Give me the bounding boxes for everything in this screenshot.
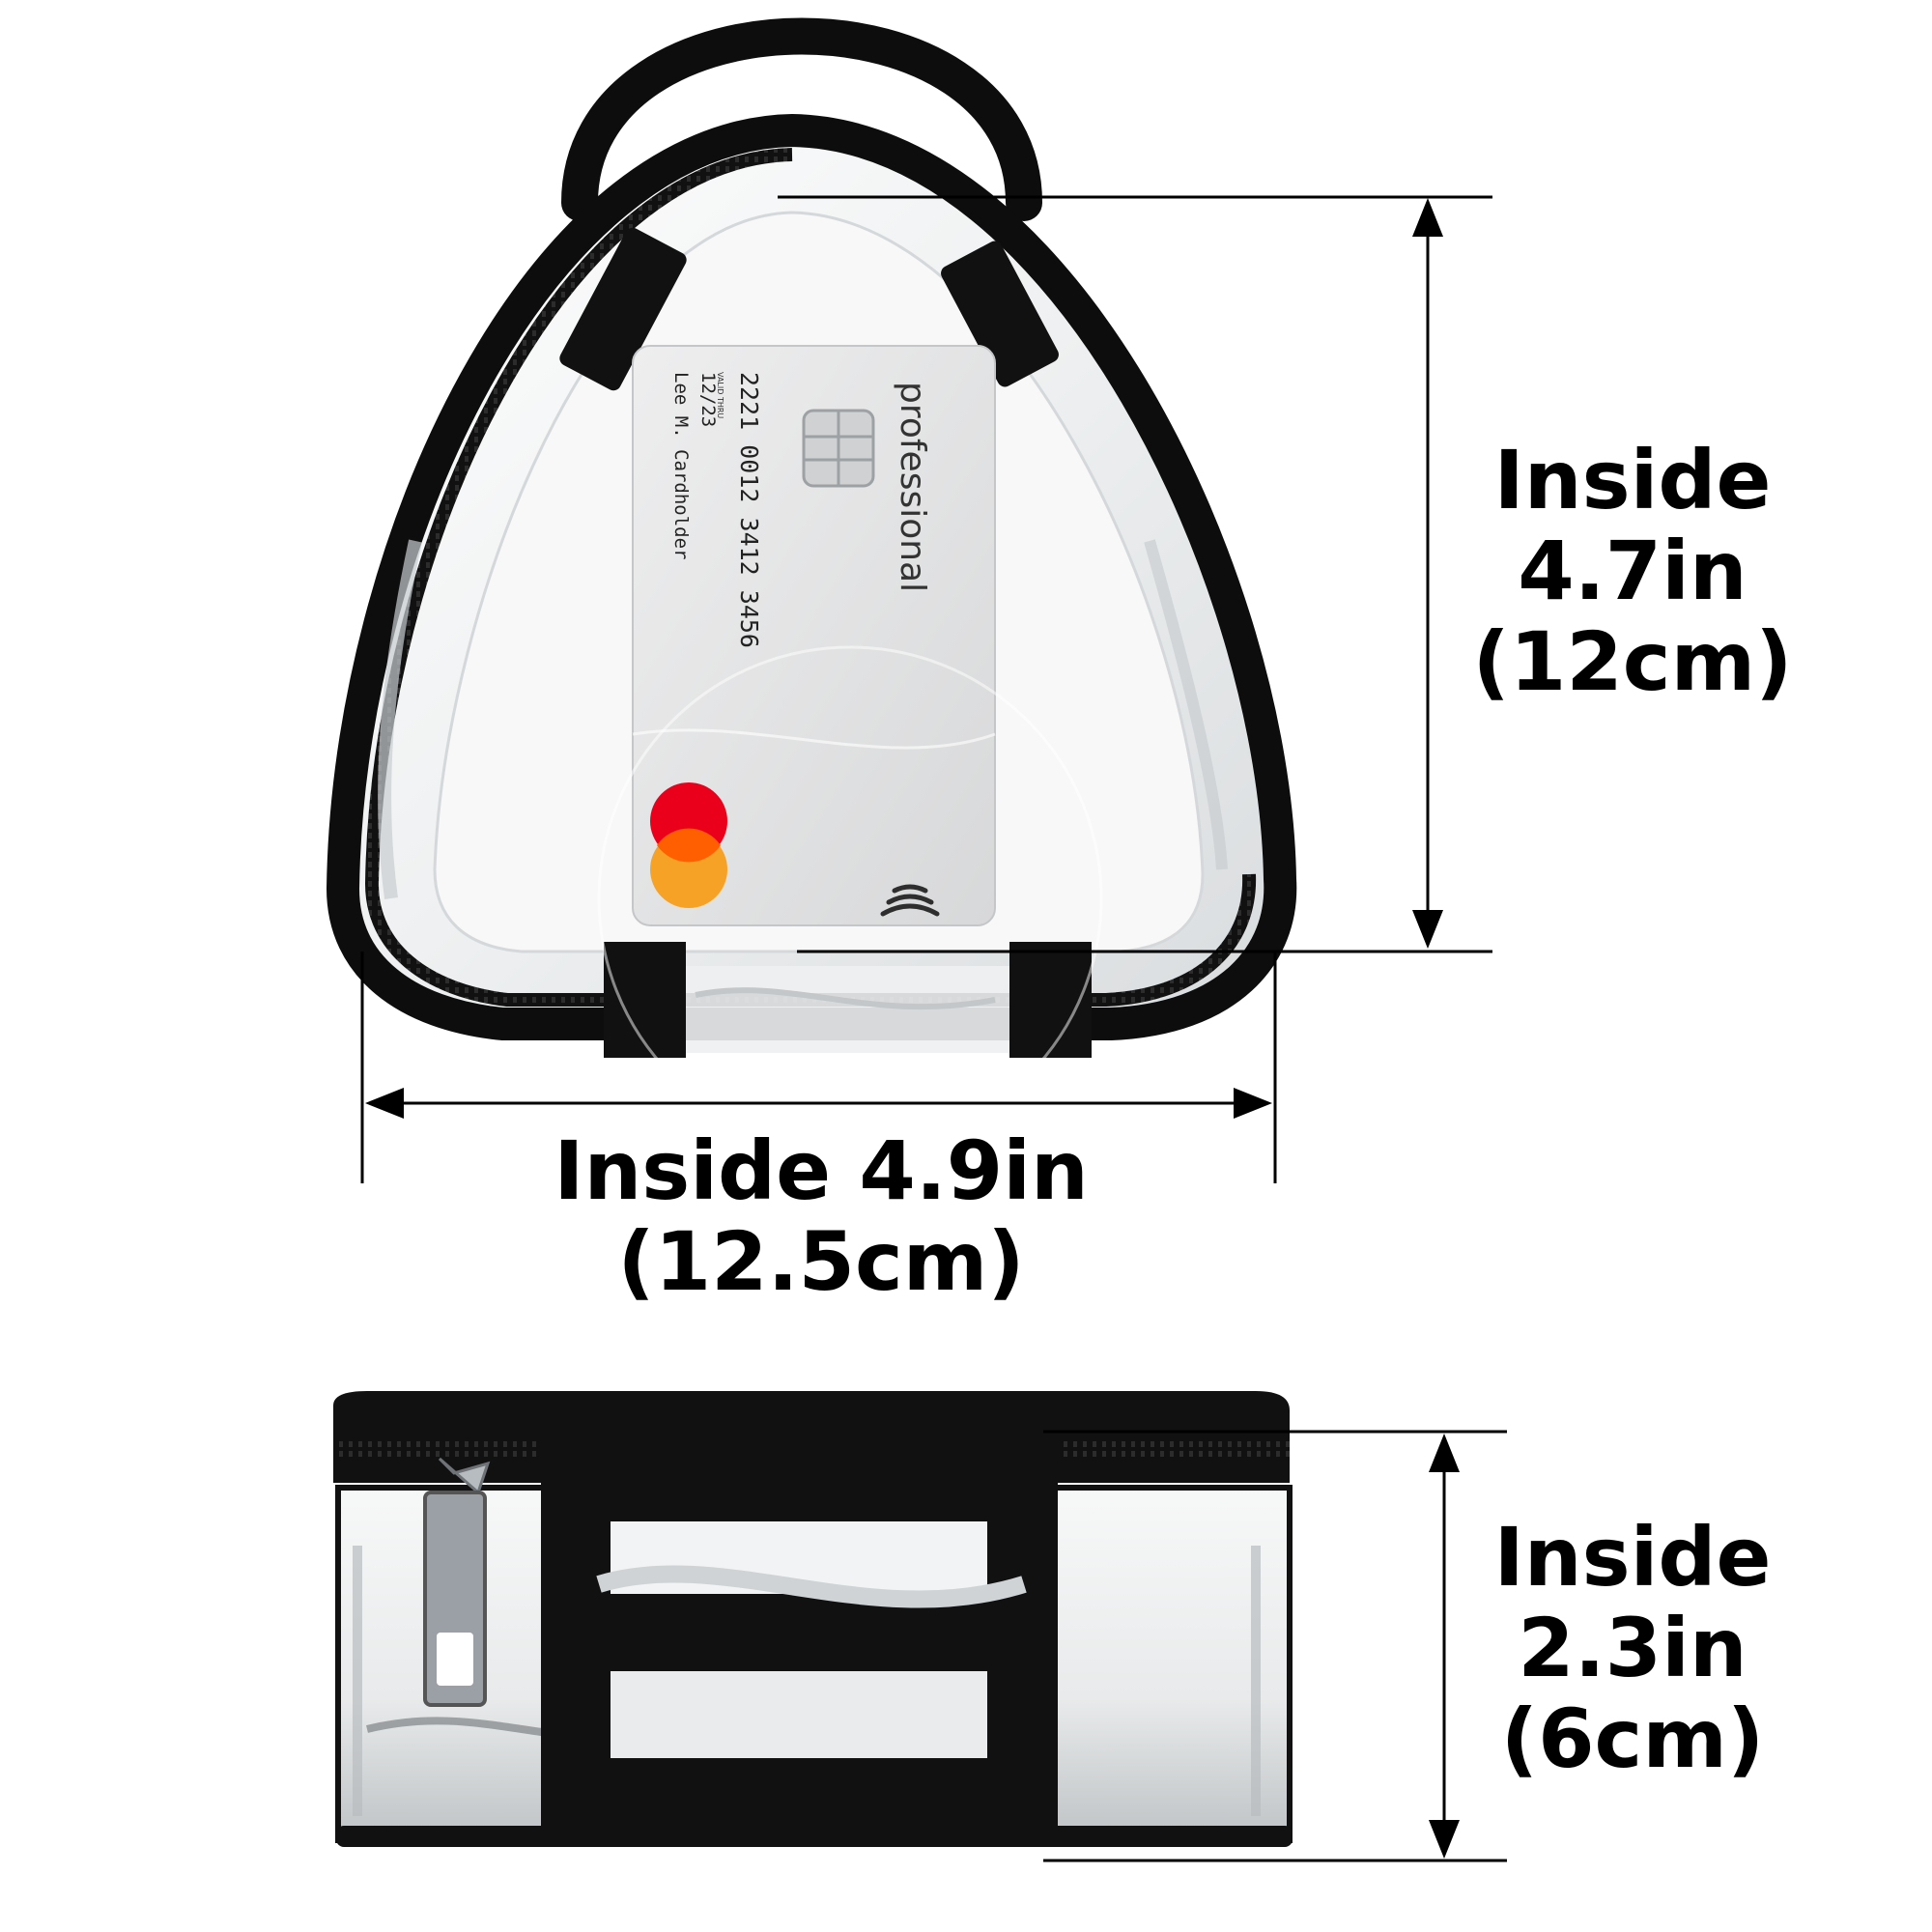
box-bag	[333, 1391, 1293, 1847]
arrow-right-icon	[1234, 1088, 1272, 1119]
bottom-tab-right	[1009, 942, 1092, 1058]
arrowheads-top	[365, 198, 1443, 1119]
mastercard-logo-icon	[650, 782, 727, 908]
arrow-up-icon	[1429, 1434, 1460, 1472]
zipper-pull-icon	[423, 1457, 491, 1707]
bag-handle	[561, 17, 1042, 221]
contactless-icon	[880, 884, 940, 917]
card-brand-text: professional	[893, 382, 932, 593]
arrow-down-icon	[1429, 1820, 1460, 1859]
arrowheads-bottom	[1429, 1434, 1460, 1859]
zipper-band	[364, 148, 1257, 1007]
dimension-lines-top	[360, 195, 1492, 1183]
dimension-lines-bottom	[1043, 1430, 1507, 1862]
credit-card	[597, 345, 1103, 1151]
width-dimension-label: Inside 4.9in (12.5cm)	[554, 1123, 1089, 1310]
height-dimension-label: Inside 4.7in (12cm)	[1472, 433, 1793, 710]
depth-dimension-label: Inside 2.3in (6cm)	[1493, 1510, 1772, 1787]
arrow-down-icon	[1412, 910, 1443, 949]
arrow-up-icon	[1412, 198, 1443, 237]
card-number: 2221 0012 3412 3456	[735, 372, 763, 648]
chip-icon	[802, 409, 875, 488]
card-holder-name: Lee M. Cardholder	[670, 372, 692, 560]
arrow-left-icon	[365, 1088, 404, 1119]
side-tab-left	[559, 227, 687, 391]
card-expiry: 12/23	[697, 372, 719, 428]
side-tab-right	[941, 241, 1059, 387]
bottom-tab-left	[604, 942, 686, 1058]
box-handle-strap	[541, 1412, 1058, 1842]
